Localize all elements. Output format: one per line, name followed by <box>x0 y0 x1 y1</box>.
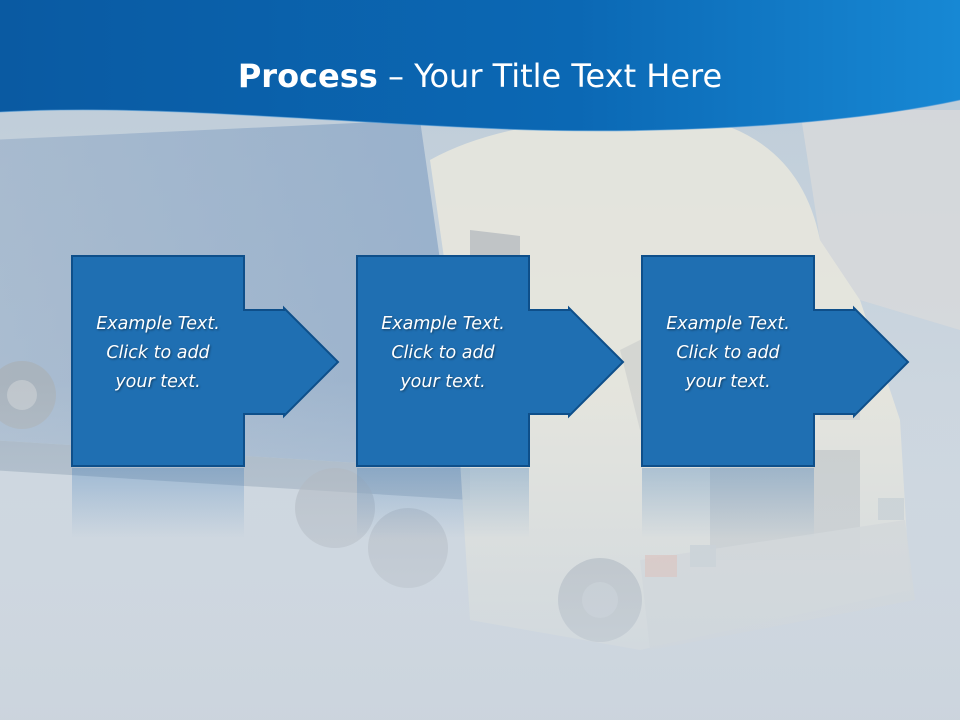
process-step-2[interactable]: Example Text. Click to add your text. <box>356 255 627 467</box>
step-1-text: Example Text. Click to add your text. <box>72 310 244 397</box>
step-3-text: Example Text. Click to add your text. <box>642 310 814 397</box>
title-bold: Process <box>237 57 378 95</box>
step-3-line-1: Example Text. <box>666 314 790 334</box>
step-2-text: Example Text. Click to add your text. <box>357 310 529 397</box>
step-3-line-2: Click to add <box>676 343 780 363</box>
step-2-line-1: Example Text. <box>381 314 505 334</box>
step-1-line-3: your text. <box>115 372 201 392</box>
process-step-1[interactable]: Example Text. Click to add your text. <box>71 255 342 467</box>
slide-title[interactable]: Process – Your Title Text Here <box>0 54 960 98</box>
step-1-box-arrow <box>71 255 340 467</box>
process-step-3[interactable]: Example Text. Click to add your text. <box>641 255 912 467</box>
step-2-line-3: your text. <box>400 372 486 392</box>
step-3-reflection <box>642 468 814 538</box>
step-2-line-2: Click to add <box>391 343 495 363</box>
step-1-line-1: Example Text. <box>96 314 220 334</box>
step-2-reflection <box>357 468 529 538</box>
step-3-box-arrow <box>641 255 910 467</box>
step-1-reflection <box>72 468 244 538</box>
title-rest: – Your Title Text Here <box>377 57 723 95</box>
step-3-line-3: your text. <box>685 372 771 392</box>
step-1-line-2: Click to add <box>106 343 210 363</box>
step-2-box-arrow <box>356 255 625 467</box>
